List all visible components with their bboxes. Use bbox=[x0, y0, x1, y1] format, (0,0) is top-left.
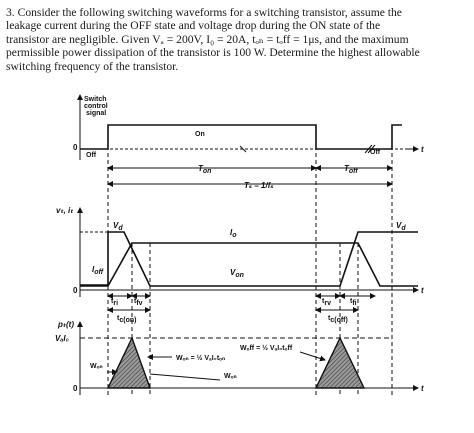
tfv-label: tfv bbox=[134, 298, 143, 307]
control-off-left: Off bbox=[86, 152, 97, 159]
problem-line-4: permissible power dissipation of the tra… bbox=[6, 46, 420, 60]
woff-side-label: Wₒₙ bbox=[224, 373, 237, 380]
vi-axis-label: vₜ, iₜ bbox=[56, 206, 73, 215]
power-panel bbox=[77, 321, 419, 395]
control-signal-panel bbox=[77, 94, 419, 187]
vi-origin: 0 bbox=[73, 286, 78, 295]
problem-line-2: leakage current during the OFF state and… bbox=[6, 19, 381, 33]
voltage-waveform bbox=[80, 231, 418, 287]
ts-label: Tₛ = 1/fₛ bbox=[244, 181, 273, 190]
control-t-label: t bbox=[421, 145, 424, 154]
ton-label: Ton bbox=[198, 164, 211, 175]
vd-left-label: Vd bbox=[113, 221, 123, 232]
control-on-label: On bbox=[195, 131, 205, 138]
ioff-label: Ioff bbox=[92, 265, 104, 276]
problem-line-5: switching frequency of the transistor. bbox=[6, 59, 179, 73]
woff-eq-pointer bbox=[299, 351, 326, 362]
von-label: Von bbox=[230, 268, 244, 279]
power-axis-label: pₜ(t) bbox=[57, 320, 74, 329]
power-origin: 0 bbox=[73, 384, 78, 393]
vd-right-label: Vd bbox=[396, 221, 406, 232]
vi-panel bbox=[77, 207, 419, 313]
control-axis-label-2: control bbox=[84, 103, 108, 110]
power-t-label: t bbox=[421, 384, 424, 393]
problem-number: 3. bbox=[6, 6, 15, 19]
toff-transition-label: tc(off) bbox=[328, 315, 348, 324]
control-origin: 0 bbox=[73, 143, 78, 152]
figure-labels: Switch control signal 0 Off On Off t Ton… bbox=[55, 96, 424, 393]
won-label-leader bbox=[149, 373, 221, 381]
won-triangle bbox=[106, 336, 151, 389]
control-break-2 bbox=[367, 144, 376, 154]
tfi-label: tfi bbox=[350, 298, 357, 307]
io-label: Io bbox=[230, 228, 237, 239]
vi-t-label: t bbox=[421, 286, 424, 295]
problem-line-1: 3. Consider the following switching wave… bbox=[6, 6, 402, 19]
current-waveform bbox=[80, 242, 418, 287]
woff-triangle bbox=[314, 336, 366, 389]
control-axis-label-3: signal bbox=[86, 110, 106, 117]
control-waveform bbox=[80, 124, 402, 150]
control-off-right: Off bbox=[370, 149, 381, 156]
control-break-1 bbox=[364, 144, 373, 154]
control-break-3 bbox=[239, 145, 247, 153]
problem-line-3: transistor are negligible. Given Vₐ = 20… bbox=[6, 32, 409, 46]
won-equation: Wₒₙ = ½ VₐI₀tₒₙ bbox=[176, 354, 225, 362]
toff-label: Toff bbox=[344, 164, 358, 175]
tri-label: tri bbox=[111, 298, 118, 307]
won-side-label: Wₒₙ bbox=[90, 363, 103, 370]
control-axis-label-1: Switch bbox=[84, 96, 107, 103]
problem-statement: 3. Consider the following switching wave… bbox=[6, 6, 468, 73]
trv-label: trv bbox=[322, 298, 331, 307]
vdio-label: VₐI₀ bbox=[55, 334, 69, 343]
woff-equation: Wₒff = ½ VₐI₀tₒff bbox=[240, 344, 293, 352]
ton-transition-label: tc(on) bbox=[117, 315, 136, 324]
